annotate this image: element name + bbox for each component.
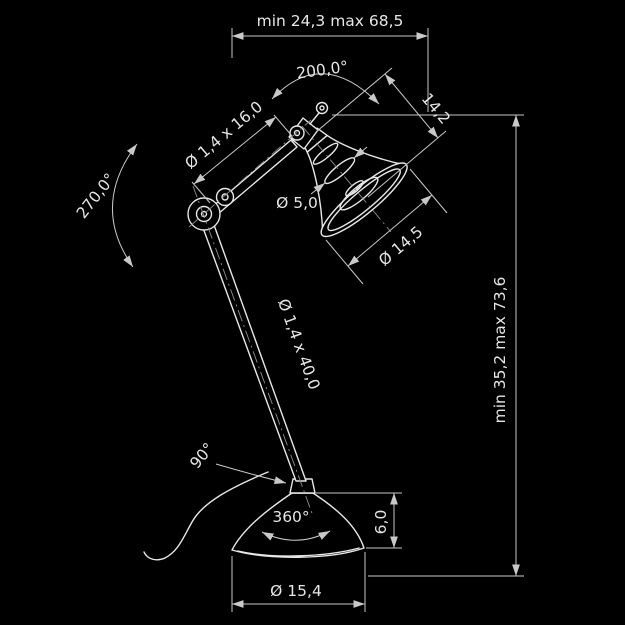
dim-shade-depth-label: 14,2 xyxy=(418,90,454,128)
dim-shade-depth-ext-1 xyxy=(315,67,393,133)
elbow-small-disc xyxy=(215,187,235,207)
dim-upper-arm-line xyxy=(193,116,277,185)
dim-height-label: min 35,2 max 73,6 xyxy=(491,277,509,424)
elbow-joint xyxy=(187,187,235,231)
base-dome xyxy=(231,492,365,558)
dim-shade-depth-line xyxy=(384,73,439,139)
dim-width-range: min 24,3 max 68,5 xyxy=(231,12,429,112)
dim-base-height-label: 6,0 xyxy=(372,510,390,535)
dim-shade-dia-ext-2 xyxy=(325,239,364,285)
dim-shade-swivel-label: 200,0° xyxy=(295,58,349,83)
dim-height-range: min 35,2 max 73,6 xyxy=(332,114,524,577)
dim-shade-neck-arrow-1 xyxy=(310,182,326,195)
lower-arm-axis xyxy=(192,185,314,517)
head-knob-stem xyxy=(309,112,320,125)
dim-shade-dia-label: Ø 14,5 xyxy=(375,223,426,270)
dim-shade-neck-arrow-2 xyxy=(353,146,368,159)
dim-base-swivel-arc xyxy=(261,530,331,541)
dim-shade-swivel: 200,0° xyxy=(271,58,380,105)
head-knob xyxy=(315,101,329,115)
dim-lower-arm-label: Ø 1,4 x 40,0 xyxy=(274,296,324,392)
head-joint xyxy=(288,101,329,150)
lamp-base xyxy=(231,478,365,558)
dim-base-joint-swivel: 90° xyxy=(186,439,287,484)
head-pivot xyxy=(289,125,305,141)
elbow-main-disc xyxy=(187,197,221,231)
dim-upper-arm-ext-1 xyxy=(191,181,211,204)
head-pivot-axle xyxy=(293,129,301,137)
dim-base-dia-label: Ø 15,4 xyxy=(270,582,322,600)
elbow-small-disc-hub xyxy=(221,193,229,201)
dim-base-height: 6,0 xyxy=(316,492,402,549)
dim-base-joint-label: 90° xyxy=(186,439,217,472)
dim-elbow-swivel: 270,0° xyxy=(73,143,138,268)
dim-shade-dia-line xyxy=(347,194,433,267)
dim-base-swivel: 360° xyxy=(261,508,331,541)
dim-base-swivel-label: 360° xyxy=(272,508,309,526)
dim-base-joint-leader xyxy=(215,463,287,484)
dim-shade-neck-label: Ø 5,0 xyxy=(276,194,318,212)
upper-arm-axis xyxy=(188,119,312,228)
dim-elbow-swivel-arc xyxy=(112,143,138,268)
base-bottom-contour xyxy=(237,547,360,557)
dim-shade-depth-ext-2 xyxy=(367,130,447,198)
dim-lower-arm: Ø 1,4 x 40,0 xyxy=(274,296,324,392)
lamp-figure xyxy=(143,101,408,561)
dim-shade-swivel-arc xyxy=(271,73,380,105)
dim-upper-arm-ext-2 xyxy=(273,114,293,137)
dim-shade-neck: Ø 5,0 xyxy=(276,146,368,212)
elbow-main-disc-inner xyxy=(195,205,213,223)
dim-shade-dia-ext-1 xyxy=(409,168,448,214)
dim-width-label: min 24,3 max 68,5 xyxy=(257,12,404,30)
head-knob-hole xyxy=(319,105,325,111)
power-cable xyxy=(143,471,269,561)
dim-base-dia: Ø 15,4 xyxy=(231,552,366,612)
